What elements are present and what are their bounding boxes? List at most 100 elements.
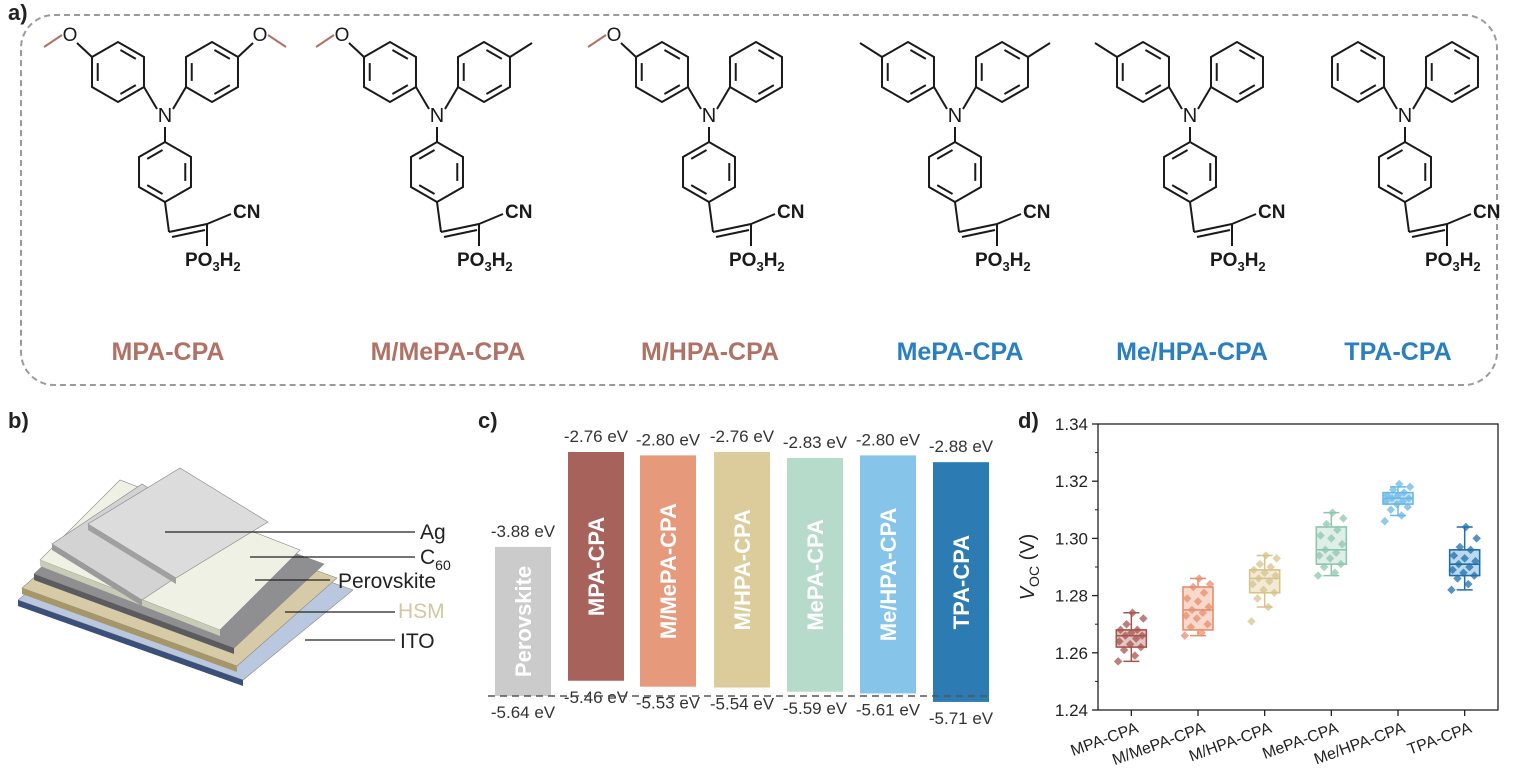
methyl-bond <box>859 42 883 58</box>
double-bond <box>485 84 503 95</box>
data-point <box>1404 494 1414 503</box>
methoxy-methyl-bond <box>315 34 335 48</box>
cyano-group-label: CN <box>1258 202 1285 223</box>
layer-label-c: C60 <box>420 546 451 573</box>
double-bond <box>690 184 708 195</box>
box-3 <box>1247 551 1281 626</box>
methoxy-methyl-bond <box>43 34 63 48</box>
homo-level-label: -5.59 eV <box>783 699 848 718</box>
data-point <box>1255 559 1265 569</box>
ag-electrode-right-edge <box>88 524 176 584</box>
bond <box>933 86 948 110</box>
molecule-name-label: TPA-CPA <box>1344 338 1451 366</box>
energy-bar-2 <box>568 452 624 681</box>
energy-bar-name: Perovskite <box>511 566 536 677</box>
double-bond <box>663 49 681 60</box>
data-point <box>1472 534 1481 543</box>
data-point <box>1261 551 1271 560</box>
phenyl-ring-left <box>1331 40 1385 104</box>
nitrogen-atom-label: N <box>1183 105 1197 127</box>
energy-bar-6 <box>860 455 916 694</box>
double-bond <box>1238 84 1256 95</box>
layer-label-ito: ITO <box>400 630 435 653</box>
double-bond <box>936 149 954 160</box>
energy-bar-4 <box>714 452 770 688</box>
double-bond <box>119 49 137 60</box>
y-tick-label: 1.34 <box>1055 415 1088 434</box>
energy-bar-name: M/HPA-CPA <box>730 509 755 631</box>
bond <box>750 213 776 225</box>
bond <box>478 213 504 225</box>
double-bond <box>418 184 436 195</box>
nitrogen-atom-label: N <box>948 105 962 127</box>
bond <box>1404 201 1410 233</box>
double-bond <box>1386 184 1404 195</box>
box-6 <box>1447 522 1481 595</box>
bond <box>996 213 1022 225</box>
molecule-name-label: Me/HPA-CPA <box>1116 338 1268 366</box>
y-tick-label: 1.30 <box>1055 529 1088 548</box>
phenyl-ring-left <box>363 40 417 104</box>
bond <box>237 42 254 58</box>
lumo-level-label: -2.76 eV <box>710 427 775 446</box>
double-bond <box>1171 184 1189 195</box>
phenyl-ring-bottom <box>928 140 982 204</box>
bond <box>1383 86 1398 110</box>
phenyl-ring-right <box>729 40 783 104</box>
layer-label-ag: Ag <box>420 521 446 544</box>
data-point <box>1380 516 1390 526</box>
methoxy-methyl-bond <box>267 34 287 48</box>
data-point <box>1204 602 1214 612</box>
homo-level-label: -5.53 eV <box>636 694 701 713</box>
data-point <box>1205 579 1215 589</box>
hsm-layer-edge <box>22 588 237 672</box>
homo-level-label: -5.71 eV <box>929 709 994 728</box>
phenyl-ring-left <box>1116 40 1170 104</box>
double-bond <box>690 149 708 160</box>
oxygen-atom-label: O <box>63 25 78 46</box>
bond <box>1168 86 1183 110</box>
bond <box>440 223 480 233</box>
double-bond <box>1171 149 1189 160</box>
double-bond <box>1453 84 1471 95</box>
ito-layer-edge <box>18 600 243 686</box>
double-bond <box>146 149 164 160</box>
nitrogen-atom-label: N <box>1398 105 1412 127</box>
phenyl-ring-left <box>881 40 935 104</box>
energy-bar-name: M/MePA-CPA <box>656 503 681 639</box>
phenyl-ring-bottom <box>410 140 464 204</box>
double-bond <box>961 229 996 238</box>
double-bond <box>1003 49 1021 60</box>
phenyl-ring-bottom <box>682 140 736 204</box>
bond <box>76 42 93 58</box>
data-point <box>1405 482 1415 492</box>
box-1 <box>1113 608 1148 666</box>
panel-label-c: c) <box>478 408 498 433</box>
bond <box>1231 213 1257 225</box>
data-point <box>1394 479 1404 489</box>
methyl-bond <box>1027 42 1051 58</box>
panel-label-d: d) <box>1018 408 1039 433</box>
bond <box>962 86 977 110</box>
phenyl-ring-right <box>1210 40 1264 104</box>
homo-level-label: -5.61 eV <box>856 700 921 719</box>
data-point <box>1188 582 1198 592</box>
data-point <box>1182 594 1192 603</box>
data-point <box>1127 628 1136 638</box>
oxygen-atom-label: O <box>335 25 350 46</box>
bond <box>436 201 442 233</box>
data-point <box>1122 619 1131 629</box>
double-bond <box>1359 49 1377 60</box>
bond <box>348 42 365 58</box>
double-bond <box>936 184 954 195</box>
phenyl-ring-bottom <box>1163 140 1217 204</box>
data-point <box>1186 622 1196 632</box>
bond <box>620 42 637 58</box>
data-point <box>1461 522 1471 532</box>
y-tick-label: 1.24 <box>1055 701 1088 720</box>
data-point <box>1198 608 1208 618</box>
